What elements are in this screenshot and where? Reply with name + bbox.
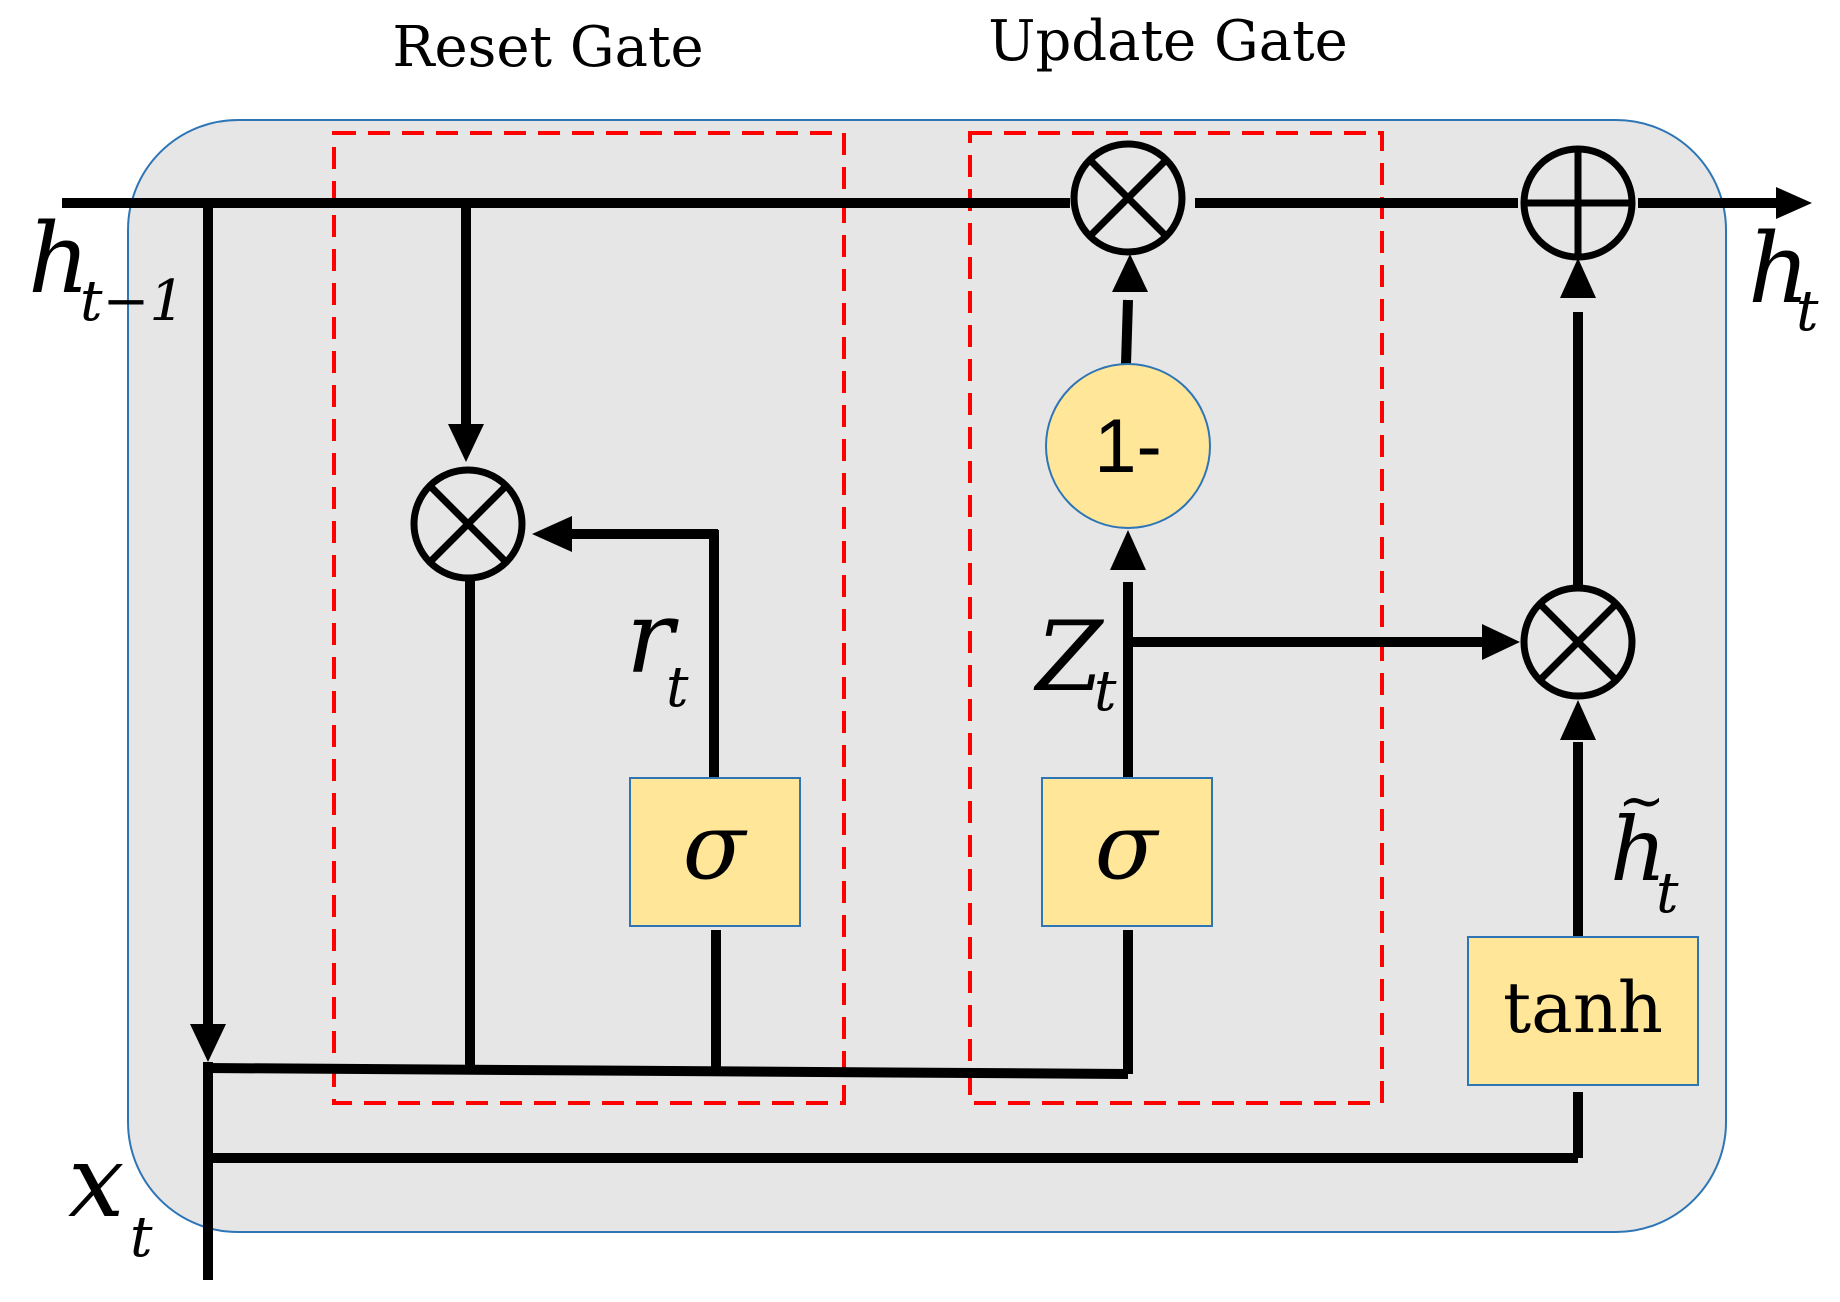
arrowhead-r-to-multiply [532, 516, 572, 552]
one-minus-label: 1- [1094, 404, 1162, 489]
label-h-prev: h t−1 [28, 203, 185, 334]
arrowhead-reset-multiply [448, 424, 484, 462]
arrowhead-z-to-one-minus [1110, 530, 1146, 570]
label-r: r t [626, 579, 689, 720]
arrowheads [190, 187, 1812, 1062]
svg-text:Z: Z [1033, 601, 1105, 713]
add-operator [1520, 145, 1636, 261]
svg-text:~: ~ [1618, 769, 1665, 834]
svg-text:t−1: t−1 [80, 269, 185, 334]
svg-text:t: t [1656, 861, 1679, 926]
one-minus-node: 1- [1045, 363, 1211, 529]
multiply-operator-output [1520, 584, 1636, 700]
label-x: x t [68, 1123, 153, 1270]
arrowhead-h-out [1776, 187, 1812, 219]
svg-text:t: t [130, 1205, 153, 1270]
label-z: Z t [1033, 601, 1117, 724]
svg-text:x: x [68, 1123, 124, 1240]
signal-lines [62, 198, 1780, 1280]
arrowhead-z-to-right-multiply [1482, 624, 1520, 660]
svg-text:h: h [28, 203, 90, 315]
svg-text:r: r [626, 579, 679, 696]
arrowhead-to-plus [1560, 258, 1596, 298]
tanh-label: tanh [1503, 967, 1663, 1049]
svg-text:t: t [666, 655, 689, 720]
reset-gate-box [332, 131, 846, 1105]
reset-gate-title: Reset Gate [392, 15, 703, 80]
gru-cell-background [127, 119, 1727, 1233]
sigma-reset-label: σ [683, 793, 748, 900]
svg-text:t: t [1796, 279, 1819, 344]
svg-text:h: h [1610, 798, 1667, 901]
arrowhead-one-minus-to-multiply [1112, 254, 1148, 292]
multiply-operator-update [1070, 140, 1186, 256]
sigma-block-reset: σ [629, 777, 801, 927]
arrowhead-left-down [190, 1024, 226, 1062]
label-h-out: h t [1748, 213, 1819, 344]
label-h-tilde: h ~ t [1610, 769, 1679, 926]
arrowhead-tanh-to-multiply [1560, 700, 1596, 740]
svg-text:t: t [1094, 659, 1117, 724]
update-gate-box [968, 131, 1384, 1105]
sigma-update-label: σ [1095, 793, 1160, 900]
multiply-operator-reset [410, 466, 526, 582]
sigma-block-update: σ [1041, 777, 1213, 927]
tanh-block: tanh [1467, 936, 1699, 1086]
svg-text:h: h [1748, 213, 1810, 325]
update-gate-title: Update Gate [988, 9, 1348, 74]
